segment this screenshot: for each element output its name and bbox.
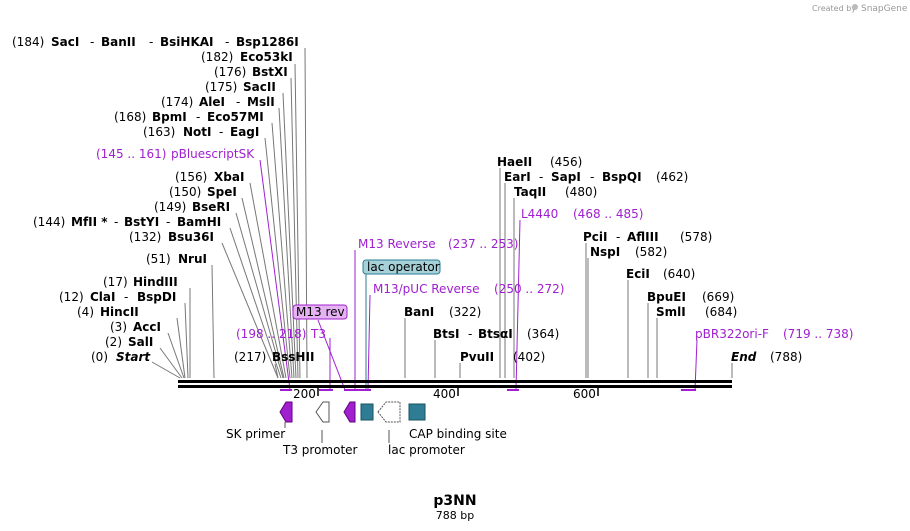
site-788[interactable]: End (788) xyxy=(731,350,802,364)
site-4[interactable]: (4) HincII xyxy=(77,305,139,319)
feature-l4440[interactable]: L4440 (468 .. 485) xyxy=(521,207,643,221)
site-175[interactable]: (175) SacII xyxy=(205,80,276,94)
site-150[interactable]: (150) SpeI xyxy=(169,185,237,199)
site-462[interactable]: EarI - SapI - BspQI (462) xyxy=(504,170,688,184)
lac-promoter-arrow[interactable] xyxy=(377,401,401,423)
plasmid-name: p3NN xyxy=(433,493,476,509)
m13-rev-arrow[interactable] xyxy=(343,401,356,423)
site-456[interactable]: HaeII (456) xyxy=(497,155,582,169)
site-149[interactable]: (149) BseRI xyxy=(154,200,230,214)
site-144[interactable]: (144) MfII * - BstYI - BamHI xyxy=(33,215,221,229)
dna-backbone xyxy=(178,380,732,388)
site-174[interactable]: (174) AleI - MslI xyxy=(161,95,275,109)
plasmid-length: 788 bp xyxy=(436,509,474,522)
site-0[interactable]: (0) Start xyxy=(91,350,151,364)
snapgene-brand: SnapGene xyxy=(861,4,908,14)
sk-primer-arrow[interactable] xyxy=(279,401,293,423)
site-578[interactable]: PciI - AflIII (578) xyxy=(583,230,712,244)
site-217[interactable]: (217) BssHII xyxy=(234,350,314,364)
ruler-label-400: 400 xyxy=(433,387,456,401)
lac-promoter-label: lac promoter xyxy=(388,443,465,457)
feature-label-ticks xyxy=(284,422,390,443)
site-51[interactable]: (51) NruI xyxy=(146,252,207,266)
site-3[interactable]: (3) AccI xyxy=(110,320,161,334)
feature-lac-operator[interactable]: lac operator xyxy=(362,259,441,275)
site-182[interactable]: (182) Eco53kI xyxy=(201,50,293,64)
site-connectors xyxy=(151,47,733,379)
cap-binding-site-box[interactable] xyxy=(408,403,426,421)
t3-promoter-label: T3 promoter xyxy=(282,443,358,457)
ruler-ticks xyxy=(317,388,599,396)
site-402[interactable]: PvuII (402) xyxy=(460,350,545,364)
site-132[interactable]: (132) Bsu36I xyxy=(129,230,214,244)
site-176[interactable]: (176) BstXI xyxy=(214,65,288,79)
site-168[interactable]: (168) BpmI - Eco57MI xyxy=(114,110,264,124)
sk-primer-label: SK primer xyxy=(226,427,285,441)
site-163[interactable]: (163) NotI - EagI xyxy=(143,125,259,139)
created-by-text: Created by xyxy=(812,4,856,13)
lac-operator-box[interactable] xyxy=(360,403,374,421)
feature-t3[interactable]: (198 .. 218) T3 xyxy=(236,327,326,341)
site-184[interactable]: (184) SacI - BanII - BsiHKAI - Bsp1286I xyxy=(12,35,299,49)
feature-pbluescriptsk[interactable]: (145 .. 161) pBluescriptSK xyxy=(96,147,255,161)
m13-rev-label: M13 rev xyxy=(296,305,345,319)
t3-promoter-arrow[interactable] xyxy=(315,401,330,423)
ruler-label-600: 600 xyxy=(573,387,596,401)
site-364[interactable]: BtsI - BtsαI (364) xyxy=(433,327,559,341)
feature-m13-puc-reverse[interactable]: M13/pUC Reverse (250 .. 272) xyxy=(373,282,564,296)
site-17[interactable]: (17) HindIII xyxy=(103,275,178,289)
site-2[interactable]: (2) SalI xyxy=(105,335,153,349)
site-582[interactable]: NspI (582) xyxy=(590,245,667,259)
site-640[interactable]: EciI (640) xyxy=(626,267,695,281)
ruler-label-200: 200 xyxy=(293,387,316,401)
feature-m13-rev[interactable]: M13 rev xyxy=(292,304,348,320)
lac-operator-label: lac operator xyxy=(367,260,440,274)
cap-binding-site-label: CAP binding site xyxy=(409,427,507,441)
site-480[interactable]: TaqII (480) xyxy=(514,185,597,199)
feature-m13-reverse[interactable]: M13 Reverse (237 .. 253) xyxy=(358,237,518,251)
site-12[interactable]: (12) ClaI - BspDI xyxy=(59,290,176,304)
site-669[interactable]: BpuEI (669) xyxy=(647,290,734,304)
site-156[interactable]: (156) XbaI xyxy=(175,170,244,184)
snapgene-logo-icon xyxy=(852,4,858,10)
feature-pbr322ori-f[interactable]: pBR322ori-F (719 .. 738) xyxy=(695,327,853,341)
site-684[interactable]: SmlI (684) xyxy=(656,305,737,319)
site-322[interactable]: BanI (322) xyxy=(404,305,481,319)
